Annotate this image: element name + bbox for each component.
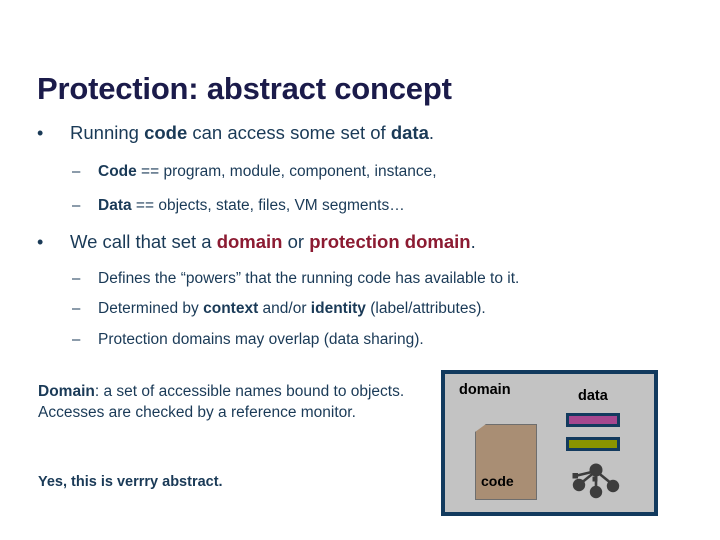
- bullet-text-span: or: [282, 231, 310, 252]
- bullet-text-span: protection domain: [309, 231, 471, 252]
- bullet-text-span: (label/attributes).: [365, 300, 486, 317]
- bullet-text-span: domain: [216, 231, 283, 252]
- bullet-text: Running code can access some set of data…: [70, 122, 434, 143]
- memory-bar-icon: [566, 437, 620, 451]
- protection-domain-diagram: domain data code: [441, 370, 658, 516]
- diagram-label-code: code: [481, 473, 514, 489]
- memory-bar-icon: [566, 413, 620, 427]
- bullet-text-span: and/or: [258, 300, 311, 317]
- document-icon: [475, 424, 537, 500]
- bullet-text-span: code: [144, 122, 188, 143]
- sub-bullet-item: –Protection domains may overlap (data sh…: [72, 331, 424, 349]
- bullet-text-span: == program, module, component, instance,: [136, 163, 437, 180]
- bullet-text-span: Determined by: [98, 300, 204, 317]
- dash-marker-icon: –: [72, 163, 81, 180]
- bullet-text-span: context: [203, 300, 259, 317]
- bullet-text-span: can access some set of: [187, 122, 391, 143]
- diagram-label-data: data: [578, 388, 608, 404]
- bullet-marker-icon: •: [37, 123, 44, 143]
- bullet-text: Code == program, module, component, inst…: [98, 163, 437, 180]
- bullet-text: Determined by context and/or identity (l…: [98, 300, 486, 317]
- bullet-marker-icon: •: [37, 232, 44, 252]
- domain-definition-rest: : a set of accessible names bound to obj…: [38, 383, 405, 421]
- sub-bullet-item: –Code == program, module, component, ins…: [72, 163, 437, 181]
- dash-marker-icon: –: [72, 270, 81, 287]
- bullet-text-span: Code: [98, 163, 137, 180]
- dash-marker-icon: –: [72, 197, 81, 214]
- bullet-item: • Running code can access some set of dat…: [37, 122, 434, 144]
- diagram-label-domain: domain: [459, 382, 511, 398]
- bullet-text: Protection domains may overlap (data sha…: [98, 331, 424, 348]
- dash-marker-icon: –: [72, 300, 81, 317]
- domain-definition-note: Domain: a set of accessible names bound …: [38, 381, 428, 423]
- bullet-text: Data == objects, state, files, VM segmen…: [98, 197, 405, 214]
- domain-definition-lead: Domain: [38, 383, 95, 400]
- page-title: Protection: abstract concept: [37, 70, 452, 106]
- bullet-item: • We call that set a domain or protection…: [37, 231, 476, 253]
- abstract-remark: Yes, this is verrry abstract.: [38, 474, 223, 490]
- bullet-text-span: data: [390, 122, 429, 143]
- bullet-text-span: .: [428, 122, 435, 143]
- sub-bullet-item: –Defines the “powers” that the running c…: [72, 270, 519, 288]
- sub-bullet-item: –Determined by context and/or identity (…: [72, 300, 486, 318]
- bullet-text: We call that set a domain or protection …: [70, 231, 476, 252]
- bullet-text-span: Defines the “powers” that the running co…: [98, 270, 520, 287]
- bullet-text-span: Protection domains may overlap (data sha…: [98, 331, 424, 348]
- bullet-text-span: Data: [98, 197, 132, 214]
- bullet-text-span: We call that set a: [70, 231, 217, 252]
- network-graph-icon: [572, 463, 620, 499]
- dash-marker-icon: –: [72, 331, 81, 348]
- bullet-text: Defines the “powers” that the running co…: [98, 270, 519, 287]
- bullet-text-span: == objects, state, files, VM segments…: [131, 197, 405, 214]
- bullet-text-span: identity: [310, 300, 366, 317]
- bullet-text-span: .: [470, 231, 476, 252]
- bullet-text-span: Running: [70, 122, 145, 143]
- sub-bullet-item: –Data == objects, state, files, VM segme…: [72, 197, 405, 215]
